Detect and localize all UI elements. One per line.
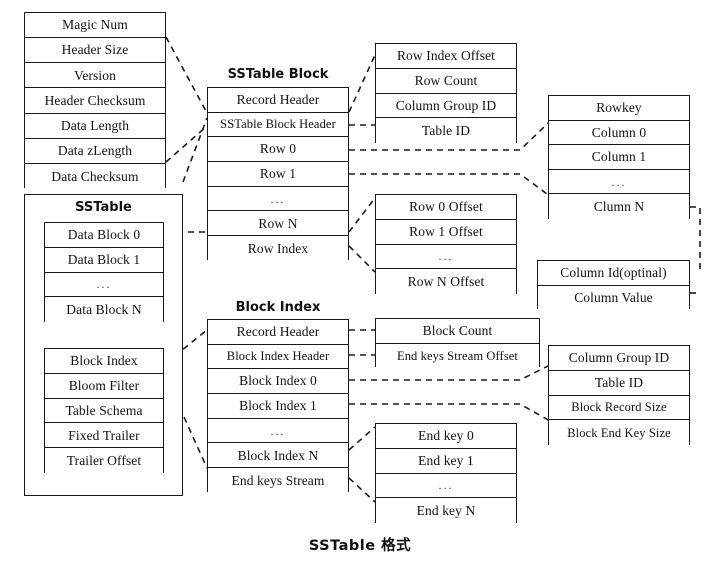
row-detail-row: Column 1 bbox=[549, 145, 689, 170]
block-index-row: Block Index 1 bbox=[208, 394, 348, 419]
data-block-row: Data Block 0 bbox=[45, 223, 163, 248]
row-offset-row: Row 0 Offset bbox=[376, 195, 516, 220]
row-detail-row-ellipsis: ... bbox=[549, 169, 689, 195]
record-header-row: Data zLength bbox=[25, 138, 165, 164]
record-header-detail-box: Magic Num Header Size Version Header Che… bbox=[24, 12, 166, 189]
record-header-row: Data Length bbox=[25, 113, 165, 139]
sstable-title: SSTable bbox=[75, 200, 132, 215]
block-index-entry-row: Table ID bbox=[549, 370, 689, 396]
row-offset-row: Row 1 Offset bbox=[376, 219, 516, 245]
trailer-row: Table Schema bbox=[45, 398, 163, 424]
sstable-block-row: Row 1 bbox=[208, 162, 348, 187]
data-block-row: Data Block 1 bbox=[45, 247, 163, 273]
block-header-row: Row Index Offset bbox=[376, 44, 516, 69]
sstable-data-blocks-box: Data Block 0 Data Block 1 ... Data Block… bbox=[44, 222, 164, 323]
trailer-row: Block Index bbox=[45, 349, 163, 374]
record-header-row: Header Checksum bbox=[25, 88, 165, 114]
block-index-header-detail-box: Block Count End keys Stream Offset bbox=[375, 318, 540, 368]
block-index-row: Record Header bbox=[208, 320, 348, 345]
record-header-row: Version bbox=[25, 63, 165, 89]
block-index-title: Block Index bbox=[235, 300, 321, 315]
block-index-row: End keys Stream bbox=[208, 468, 348, 493]
block-index-header-row: Block Count bbox=[376, 319, 539, 344]
trailer-row: Trailer Offset bbox=[45, 448, 163, 473]
block-index-entry-row: Block Record Size bbox=[549, 395, 689, 421]
block-index-row: Block Index N bbox=[208, 443, 348, 469]
sstable-block-header-detail-box: Row Index Offset Row Count Column Group … bbox=[375, 43, 517, 144]
record-header-row: Data Checksum bbox=[25, 163, 165, 189]
block-index-row: Block Index 0 bbox=[208, 369, 348, 395]
block-index-row-ellipsis: ... bbox=[208, 418, 348, 444]
column-detail-row: Column Id(optinal) bbox=[538, 261, 689, 286]
row-detail-row: Clumn N bbox=[549, 194, 689, 219]
end-key-row: End key 1 bbox=[376, 448, 516, 474]
row-detail-box: Rowkey Column 0 Column 1 ... Clumn N bbox=[548, 95, 690, 219]
block-index-header-row: End keys Stream Offset bbox=[376, 343, 539, 368]
block-header-row: Row Count bbox=[376, 68, 516, 94]
record-header-row: Magic Num bbox=[25, 13, 165, 39]
block-header-row: Table ID bbox=[376, 118, 516, 144]
block-index-row: Block Index Header bbox=[208, 344, 348, 370]
row-offset-row: Row N Offset bbox=[376, 269, 516, 295]
end-key-row: End key N bbox=[376, 498, 516, 524]
trailer-row: Fixed Trailer bbox=[45, 423, 163, 449]
data-block-row-ellipsis: ... bbox=[45, 272, 163, 298]
sstable-block-row: Row Index bbox=[208, 236, 348, 261]
data-block-row: Data Block N bbox=[45, 297, 163, 323]
column-detail-box: Column Id(optinal) Column Value bbox=[537, 260, 690, 310]
row-detail-row: Rowkey bbox=[549, 96, 689, 121]
sstable-block-title: SSTable Block bbox=[227, 67, 329, 82]
end-key-row-ellipsis: ... bbox=[376, 473, 516, 499]
row-offset-row-ellipsis: ... bbox=[376, 244, 516, 270]
record-header-row: Header Size bbox=[25, 38, 165, 64]
sstable-block-row: SSTable Block Header bbox=[208, 112, 348, 138]
row-detail-row: Column 0 bbox=[549, 120, 689, 146]
sstable-block-row-ellipsis: ... bbox=[208, 186, 348, 212]
block-index-box: Record Header Block Index Header Block I… bbox=[207, 319, 349, 493]
trailer-row: Bloom Filter bbox=[45, 373, 163, 399]
block-index-entry-row: Column Group ID bbox=[549, 346, 689, 371]
sstable-block-row: Row N bbox=[208, 211, 348, 237]
sstable-block-box: Record Header SSTable Block Header Row 0… bbox=[207, 87, 349, 261]
block-index-entry-row: Block End Key Size bbox=[549, 420, 689, 446]
end-key-row: End key 0 bbox=[376, 424, 516, 449]
sstable-trailer-box: Block Index Bloom Filter Table Schema Fi… bbox=[44, 348, 164, 473]
column-detail-row: Column Value bbox=[538, 285, 689, 310]
end-keys-stream-detail-box: End key 0 End key 1 ... End key N bbox=[375, 423, 517, 524]
row-index-detail-box: Row 0 Offset Row 1 Offset ... Row N Offs… bbox=[375, 194, 517, 295]
sstable-block-row: Row 0 bbox=[208, 137, 348, 163]
sstable-block-row: Record Header bbox=[208, 88, 348, 113]
block-index-entry-detail-box: Column Group ID Table ID Block Record Si… bbox=[548, 345, 690, 446]
diagram-caption: SSTable 格式 bbox=[308, 538, 412, 554]
block-header-row: Column Group ID bbox=[376, 93, 516, 119]
